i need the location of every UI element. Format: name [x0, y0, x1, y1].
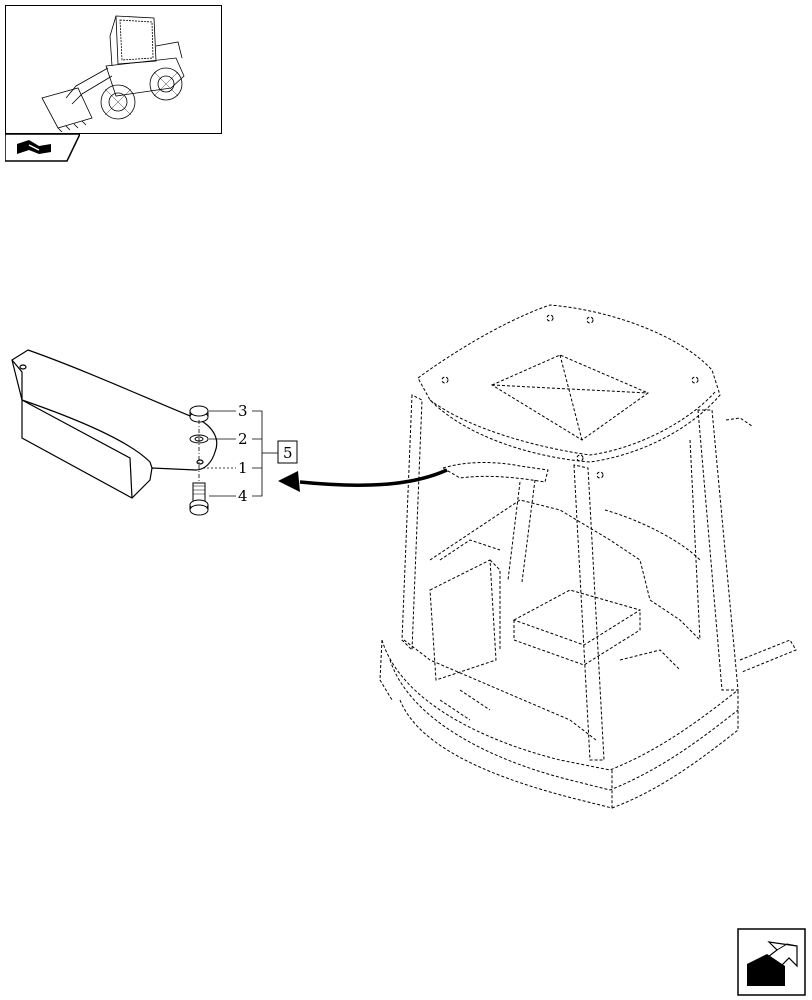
callout-5-box	[277, 440, 298, 464]
next-page-button[interactable]	[737, 928, 806, 996]
cab-frame	[379, 304, 797, 809]
book-tab[interactable]	[5, 134, 80, 162]
nut-part	[189, 405, 209, 423]
wheel-loader-icon	[41, 15, 185, 133]
callout-5: 5	[283, 444, 293, 462]
leader-lines	[203, 410, 278, 497]
callout-1: 1	[238, 459, 248, 477]
machine-thumbnail	[5, 5, 222, 134]
next-page-arrow-icon	[747, 941, 798, 986]
callout-2: 2	[238, 430, 248, 448]
bolt-part	[189, 482, 209, 516]
callout-4: 4	[238, 487, 248, 505]
fender-part	[11, 349, 218, 499]
callout-3: 3	[238, 402, 248, 420]
location-arrow	[278, 468, 448, 492]
book-icon	[17, 140, 51, 154]
cab-visor	[441, 462, 549, 483]
